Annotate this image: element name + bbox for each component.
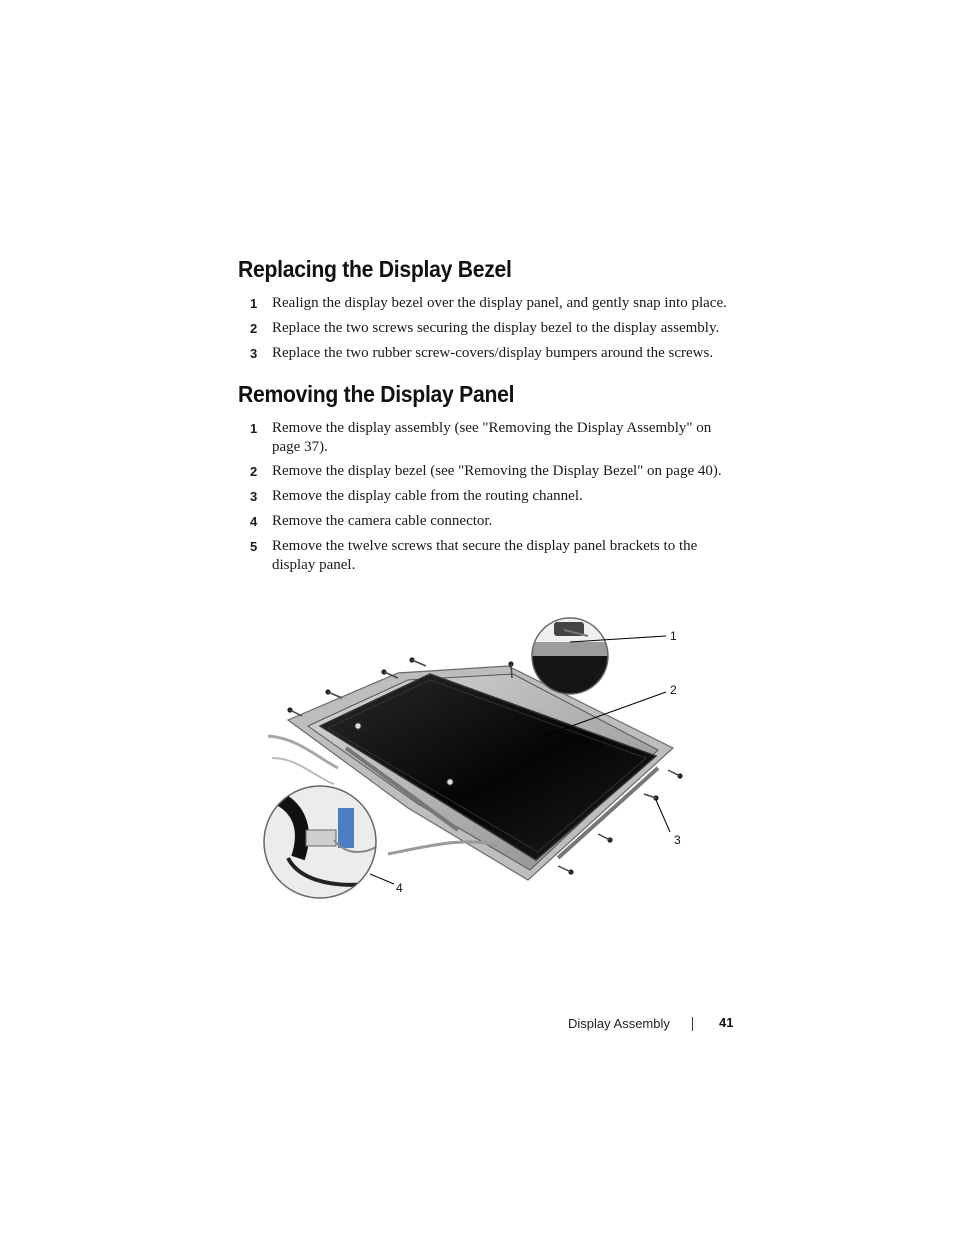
step-text: Replace the two screws securing the disp… [272,320,720,336]
step-text: Replace the two rubber screw-covers/disp… [272,345,714,361]
callout-leader-2 [543,691,667,737]
callout-label-3: 3 [674,833,681,847]
step-text: Remove the display cable from the routin… [272,488,583,504]
display-panel-figure: 1 2 3 4 [258,608,710,908]
step-number: 5 [250,539,258,554]
section-title-removing-panel: Removing the Display Panel [238,381,515,407]
display-cable-inset [264,786,376,898]
footer-divider [692,1017,693,1031]
step-text: Remove the camera cable connector. [272,513,493,529]
callout-label-4: 4 [396,881,403,895]
step-number: 1 [250,421,258,436]
callout-leader-4 [369,873,395,885]
callout-label-2: 2 [670,683,677,697]
display-panel-screen [318,673,658,861]
step-number: 1 [250,296,258,311]
callout-leader-1 [569,635,667,643]
step-number: 2 [250,321,258,336]
step-number: 2 [250,464,258,479]
section-title-replacing-bezel: Replacing the Display Bezel [238,256,512,282]
display-panel-illustration [263,617,683,899]
step-text: Remove the twelve screws that secure the… [272,538,698,573]
callout-label-1: 1 [670,629,677,643]
callout-leader-3 [655,799,671,833]
step-number: 4 [250,514,258,529]
step-number: 3 [250,346,258,361]
step-text: Remove the display bezel (see "Removing … [272,463,722,479]
step-text: Realign the display bezel over the displ… [272,295,727,311]
footer-section-name: Display Assembly [568,1016,670,1031]
step-text: Remove the display assembly (see "Removi… [272,420,712,455]
step-number: 3 [250,489,258,504]
camera-cable-inset [532,618,608,694]
page-number: 41 [719,1015,734,1030]
